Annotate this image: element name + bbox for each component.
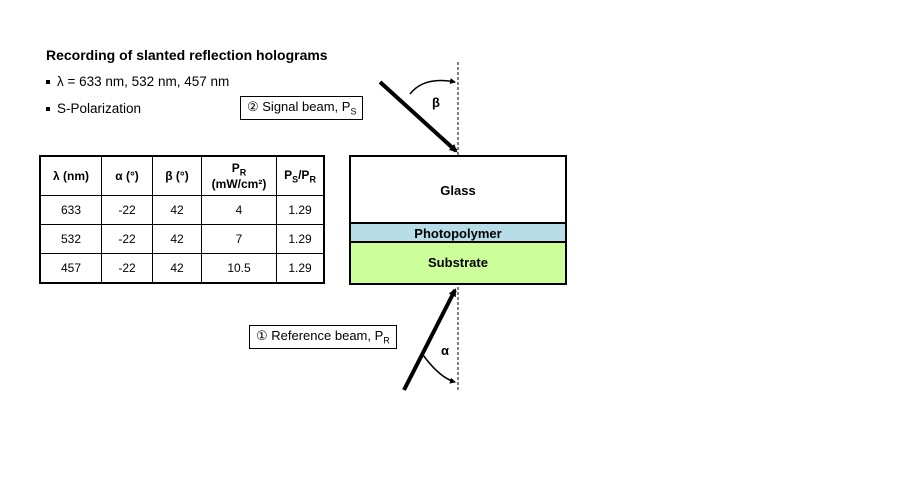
- header-beta: β (°): [152, 155, 202, 196]
- cell-reference-power: 7: [201, 224, 277, 254]
- reference-beam-text: ① Reference beam, P: [256, 328, 384, 343]
- bullet-wavelengths: λ = 633 nm, 532 nm, 457 nm: [46, 74, 229, 89]
- parameters-table: λ (nm) α (°) β (°) PR (mW/cm²) PS/PR 633…: [39, 155, 325, 284]
- alpha-angle-arc: [422, 354, 456, 384]
- header-ps: P: [284, 167, 293, 182]
- cell-beta: 42: [152, 195, 202, 225]
- beta-angle-label: β: [432, 95, 440, 110]
- cell-wavelength: 532: [39, 224, 102, 254]
- header-unit: (mW/cm²): [211, 177, 267, 192]
- table-row: 457 -22 42 10.5 1.29: [39, 253, 325, 284]
- bullet-polarization: S-Polarization: [46, 101, 141, 116]
- cell-reference-power: 10.5: [201, 253, 277, 284]
- reference-beam-sub: R: [383, 335, 390, 346]
- header-p: P: [231, 160, 240, 175]
- header-slash-p: /P: [298, 167, 310, 182]
- bullet-square-icon: [46, 107, 50, 112]
- cell-alpha: -22: [101, 195, 153, 225]
- photopolymer-layer: Photopolymer: [349, 224, 567, 243]
- table-row: 633 -22 42 4 1.29: [39, 195, 325, 225]
- cell-power-ratio: 1.29: [276, 224, 325, 254]
- cell-power-ratio: 1.29: [276, 253, 325, 284]
- header-wavelength: λ (nm): [39, 155, 102, 196]
- bullet-text: S-Polarization: [57, 101, 142, 116]
- cell-power-ratio: 1.29: [276, 195, 325, 225]
- header-sub-r2: R: [309, 174, 316, 185]
- beta-angle-arc: [409, 78, 456, 95]
- alpha-angle-label: α: [441, 343, 449, 358]
- reference-beam-arrow: [402, 288, 457, 391]
- reference-beam-label: ① Reference beam, PR: [249, 325, 397, 349]
- header-reference-power: PR (mW/cm²): [201, 155, 277, 196]
- cell-alpha: -22: [101, 253, 153, 284]
- signal-beam-sub: S: [350, 106, 357, 117]
- signal-beam-text: ② Signal beam, P: [247, 99, 351, 114]
- page-title: Recording of slanted reflection hologram…: [46, 47, 328, 63]
- bullet-text: λ = 633 nm, 532 nm, 457 nm: [57, 74, 230, 89]
- glass-layer: Glass: [349, 155, 567, 224]
- table-row: 532 -22 42 7 1.29: [39, 224, 325, 254]
- header-sub-s: S: [292, 174, 299, 185]
- bullet-square-icon: [46, 80, 50, 85]
- cell-beta: 42: [152, 253, 202, 284]
- signal-beam-arrow: [378, 80, 458, 153]
- cell-wavelength: 457: [39, 253, 102, 284]
- header-sub-r: R: [239, 167, 247, 178]
- signal-beam-label: ② Signal beam, PS: [240, 96, 364, 120]
- cell-beta: 42: [152, 224, 202, 254]
- substrate-layer: Substrate: [349, 243, 567, 285]
